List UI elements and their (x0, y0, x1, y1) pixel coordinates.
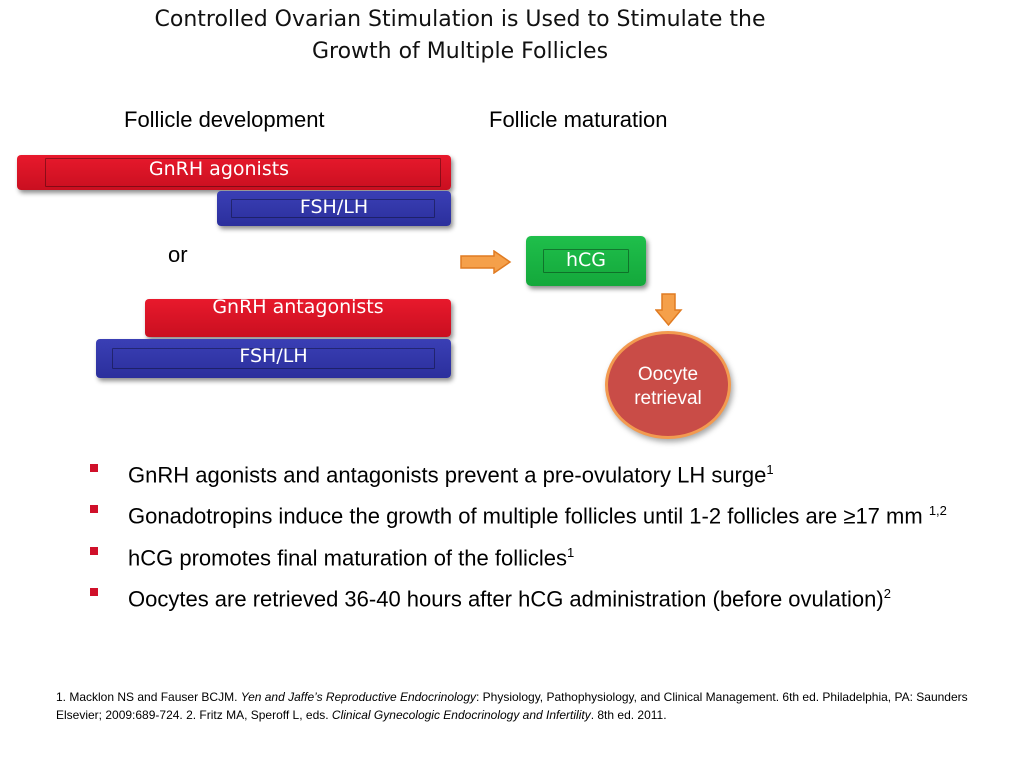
bullet-citation: 1,2 (928, 503, 947, 519)
label-follicle-development: Follicle development (124, 107, 325, 132)
bullet-item: hCG promotes final maturation of the fol… (88, 538, 988, 573)
slide-title: Controlled Ovarian Stimulation is Used t… (110, 4, 810, 68)
slide-title-line-1: Controlled Ovarian Stimulation is Used t… (154, 7, 766, 32)
box-hcg-label: hCG (565, 249, 607, 271)
bullet-item: Oocytes are retrieved 36-40 hours after … (88, 579, 988, 614)
oocyte-line-1: Oocyte (637, 364, 699, 385)
bar-fsh-lh-2: FSH/LH (96, 339, 451, 378)
references: 1. Macklon NS and Fauser BCJM. Yen and J… (56, 688, 986, 724)
arrow-down-icon (655, 293, 683, 327)
bullet-citation: 1 (766, 462, 774, 477)
bar-inner-frame (45, 158, 441, 187)
bar-label-fsh-lh-1: FSH/LH (299, 196, 369, 218)
ref-2-book-title: Clinical Gynecologic Endocrinology and I… (331, 708, 591, 722)
bullet-text: hCG promotes final maturation of the fol… (128, 544, 567, 570)
slide-title-line-2: Growth of Multiple Follicles (311, 39, 609, 64)
ref-2-details: . 8th ed. 2011. (590, 708, 667, 722)
bar-gnrh-agonists: GnRH agonists (17, 155, 451, 190)
bullet-item: Gonadotropins induce the growth of multi… (88, 496, 988, 531)
bar-label-gnrh-antagonists: GnRH antagonists (212, 296, 384, 318)
bullet-text: Oocytes are retrieved 36-40 hours after … (128, 586, 884, 612)
ref-1-authors: 1. Macklon NS and Fauser BCJM. (56, 690, 241, 704)
or-label: or (168, 242, 188, 267)
bar-inner-frame (231, 199, 435, 218)
bullet-square-icon (90, 505, 98, 514)
bar-label-gnrh-agonists: GnRH agonists (148, 158, 290, 180)
label-follicle-maturation: Follicle maturation (489, 107, 668, 132)
ref-1-details: : Physiology, Pathophysiology, and Clini… (56, 690, 968, 722)
bullet-citation: 1 (566, 544, 575, 560)
bar-label-fsh-lh-2: FSH/LH (239, 345, 308, 367)
bar-inner-frame (112, 348, 435, 369)
bar-fsh-lh-1: FSH/LH (217, 191, 451, 226)
bar-inner-frame (543, 249, 629, 273)
oocyte-retrieval-circle: Oocyte retrieval (605, 331, 731, 439)
bullet-citation: 2 (883, 585, 891, 601)
bullet-item: GnRH agonists and antagonists prevent a … (88, 455, 988, 490)
bullet-text: GnRH agonists and antagonists prevent a … (128, 462, 767, 488)
bullet-square-icon (90, 587, 98, 596)
bullet-text: Gonadotropins induce the growth of multi… (128, 503, 929, 529)
oocyte-line-2: retrieval (634, 388, 702, 409)
box-hcg: hCG (526, 236, 646, 286)
bullet-list: GnRH agonists and antagonists prevent a … (88, 455, 988, 620)
ref-1-book-title: Yen and Jaffe’s Reproductive Endocrinolo… (240, 690, 476, 704)
arrow-right-icon (460, 250, 512, 274)
bullet-square-icon (90, 464, 98, 472)
bullet-square-icon (90, 546, 98, 555)
bar-gnrh-antagonists: GnRH antagonists (145, 296, 451, 337)
